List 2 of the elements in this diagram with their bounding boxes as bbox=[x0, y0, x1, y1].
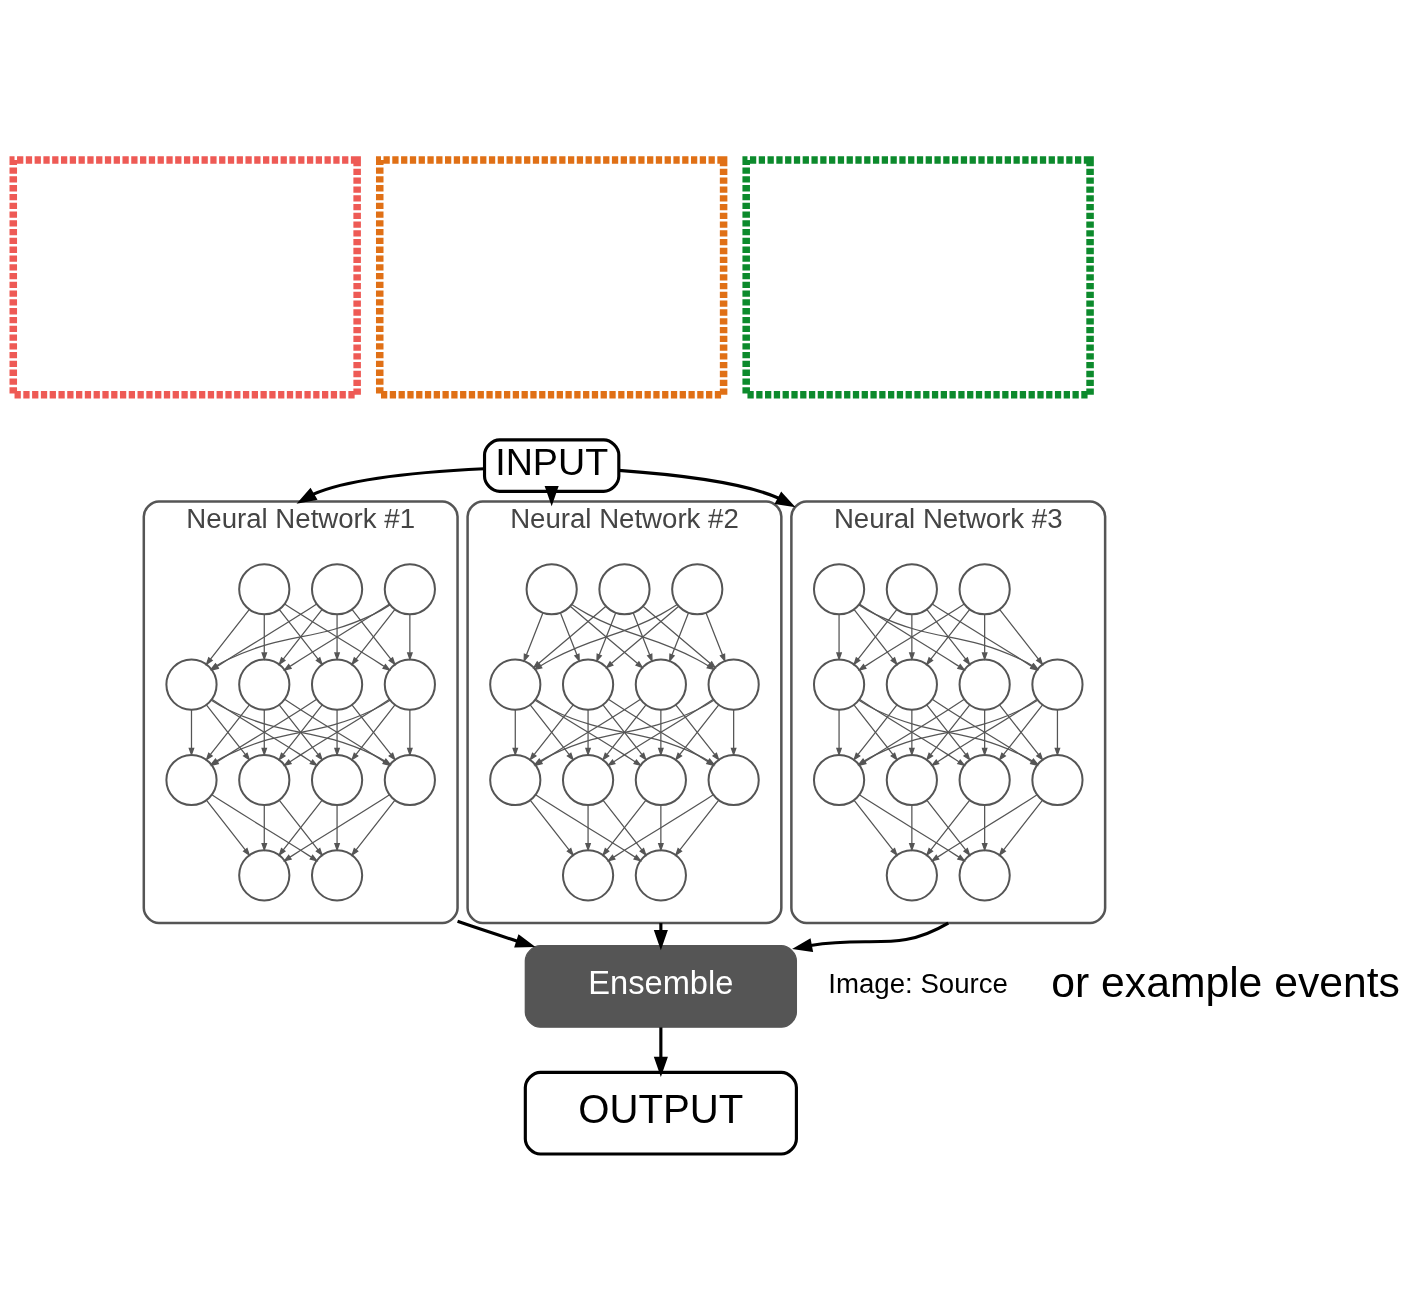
label: or example events bbox=[1051, 958, 1400, 1007]
label: Image: Source bbox=[828, 968, 1008, 1000]
